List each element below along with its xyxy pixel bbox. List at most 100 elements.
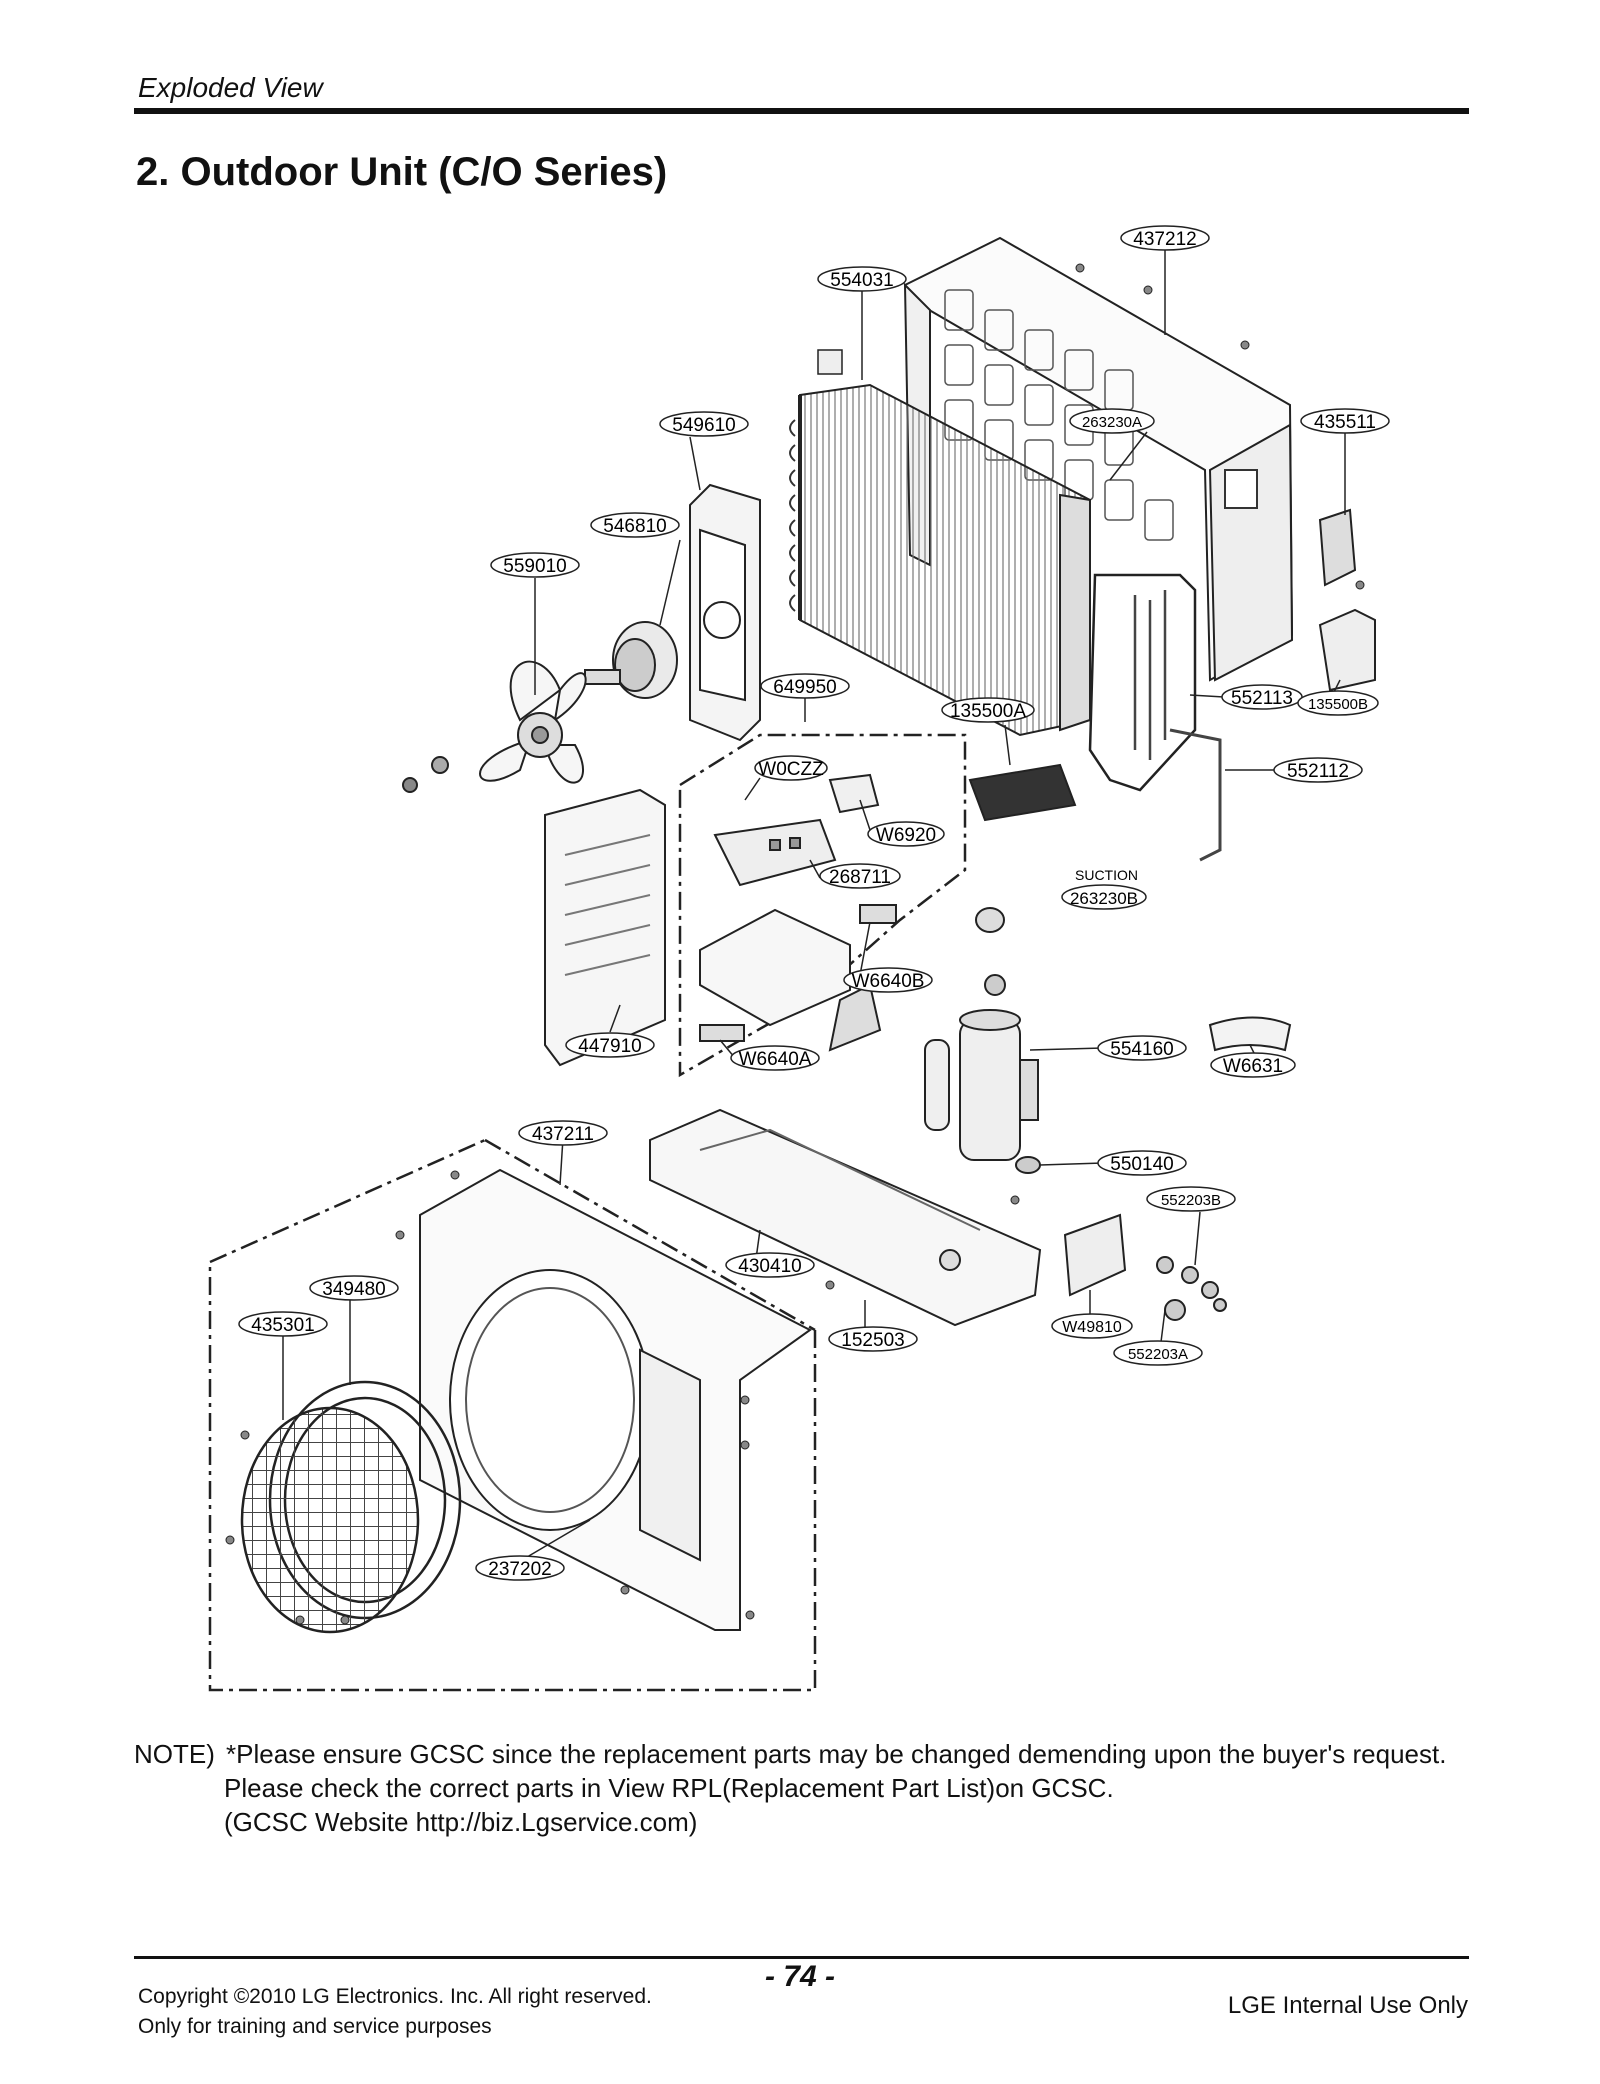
callout-label: 263230A xyxy=(1082,414,1142,431)
propeller-fan-559010 xyxy=(402,660,587,793)
callout-552112: 552112 xyxy=(1273,757,1363,783)
callout-label: W6920 xyxy=(876,825,936,846)
cover-135500B xyxy=(1318,608,1376,692)
callout-268711: 268711 xyxy=(819,863,901,889)
callout-label: 268711 xyxy=(829,867,891,888)
callout-546810: 546810 xyxy=(590,512,680,538)
callout-label: W49810 xyxy=(1062,1319,1122,1336)
callout-W6920: W6920 xyxy=(867,821,945,847)
front-panel-237202 xyxy=(419,1168,812,1631)
callout-549610: 549610 xyxy=(659,411,749,437)
footer-left: Copyright ©2010 LG Electronics. Inc. All… xyxy=(138,1982,652,2042)
callout-552113: 552113 xyxy=(1221,684,1303,710)
callout-label: W0CZZ xyxy=(758,759,824,780)
callout-label: 135500B xyxy=(1308,696,1368,713)
motor-bracket-549610 xyxy=(689,483,761,742)
grille-W6631 xyxy=(1208,1016,1292,1052)
callout-447910: 447910 xyxy=(565,1032,655,1058)
callout-label: 552113 xyxy=(1231,688,1293,709)
callout-437212: 437212 xyxy=(1120,225,1210,251)
cover-135500A xyxy=(968,763,1077,822)
callout-552203B: 552203B xyxy=(1146,1186,1236,1212)
callout-label: 237202 xyxy=(488,1559,551,1580)
callout-263230A: 263230A xyxy=(1069,408,1155,434)
callout-label: 430410 xyxy=(738,1256,801,1277)
callout-label: 549610 xyxy=(672,415,735,436)
callout-label: 263230B xyxy=(1070,889,1138,908)
fan-motor-546810 xyxy=(584,621,678,699)
footer-rule xyxy=(134,1956,1469,1959)
side-cover-435511 xyxy=(1318,508,1357,587)
callout-152503: 152503 xyxy=(828,1326,918,1352)
callout-349480: 349480 xyxy=(309,1275,399,1301)
valve-plate-W49810 xyxy=(1063,1213,1127,1297)
callout-W6640A: W6640A xyxy=(730,1045,820,1071)
internal-use-text: LGE Internal Use Only xyxy=(1227,1992,1468,2019)
relay-W6920 xyxy=(828,773,880,814)
part-callouts: 437212 554031 549610 263230A 435511 5468… xyxy=(238,225,1390,1581)
callout-label: 437212 xyxy=(1133,229,1196,250)
training-text: Only for training and service purposes xyxy=(138,2015,492,2038)
callout-label: 559010 xyxy=(503,556,566,577)
callout-label: 554031 xyxy=(830,270,893,291)
note-block: NOTE) *Please ensure GCSC since the repla… xyxy=(134,1737,1494,1839)
callout-label: 135500A xyxy=(950,701,1026,722)
note-text-1: *Please ensure GCSC since the replacemen… xyxy=(226,1739,1447,1769)
damper-550140 xyxy=(1015,1156,1041,1174)
callout-649950: 649950 xyxy=(760,673,850,699)
compressor-554160 xyxy=(924,907,1039,1161)
page-title: 2. Outdoor Unit (C/O Series) xyxy=(136,150,668,194)
callout-554160: 554160 xyxy=(1097,1035,1187,1061)
rear-cabinet-437212 xyxy=(903,236,1294,682)
callout-552203A: 552203A xyxy=(1113,1340,1203,1366)
callout-237202: 237202 xyxy=(475,1555,565,1581)
suction-label: SUCTION xyxy=(1075,867,1138,883)
control-box-outline-649950 xyxy=(678,733,967,1078)
callout-label: 447910 xyxy=(578,1036,641,1057)
callout-label: 649950 xyxy=(773,677,836,698)
callout-W49810: W49810 xyxy=(1051,1313,1133,1339)
callout-label: 349480 xyxy=(322,1279,385,1300)
front-assembly-outline xyxy=(208,1138,817,1692)
callout-label: 152503 xyxy=(841,1330,904,1351)
callout-label: 552203A xyxy=(1128,1346,1188,1363)
callout-W6631: W6631 xyxy=(1210,1052,1296,1078)
note-line-3: (GCSC Website http://biz.Lgservice.com) xyxy=(224,1807,698,1837)
note-line-1: NOTE) *Please ensure GCSC since the repla… xyxy=(134,1737,1494,1771)
leader-lines xyxy=(282,247,1346,1561)
copyright-text: Copyright ©2010 LG Electronics. Inc. All… xyxy=(138,1985,652,2008)
pcb-268711 xyxy=(713,818,837,887)
callout-label: W6640B xyxy=(852,971,925,992)
note-prefix: NOTE) xyxy=(134,1739,215,1769)
terminal-block-W6640B xyxy=(859,904,897,924)
callout-430410: 430410 xyxy=(725,1252,815,1278)
callout-135500A: 135500A xyxy=(941,697,1035,723)
callout-label: 554160 xyxy=(1110,1039,1173,1060)
callout-437211: 437211 xyxy=(518,1120,608,1146)
page-number: - 74 - xyxy=(764,1960,836,1993)
callout-label: W6640A xyxy=(739,1049,812,1070)
piping-group-552113 xyxy=(1088,573,1222,862)
callout-label: 546810 xyxy=(603,516,666,537)
grille-435301 xyxy=(240,1406,420,1634)
callout-label: 435511 xyxy=(1314,412,1376,433)
service-valves-552203 xyxy=(1156,1256,1227,1321)
callout-label: 437211 xyxy=(532,1124,594,1145)
callout-W0CZZ: W0CZZ xyxy=(754,755,828,781)
callout-263230B: 263230B xyxy=(1061,884,1147,910)
section-label: Exploded View xyxy=(138,72,323,103)
callout-label: 550140 xyxy=(1110,1154,1173,1175)
screws xyxy=(225,263,1365,1625)
callout-550140: 550140 xyxy=(1097,1150,1187,1176)
callout-label: 435301 xyxy=(251,1315,314,1336)
control-box-housing xyxy=(699,908,882,1052)
note-line-2: Please check the correct parts in View R… xyxy=(224,1773,1114,1803)
callout-435301: 435301 xyxy=(238,1311,328,1337)
barrier-panel-447910 xyxy=(544,788,666,1067)
callout-W6640B: W6640B xyxy=(843,967,933,993)
base-pan-430410 xyxy=(649,1108,1042,1327)
callout-label: W6631 xyxy=(1223,1056,1283,1077)
callout-559010: 559010 xyxy=(490,552,580,578)
callout-554031: 554031 xyxy=(817,266,907,292)
